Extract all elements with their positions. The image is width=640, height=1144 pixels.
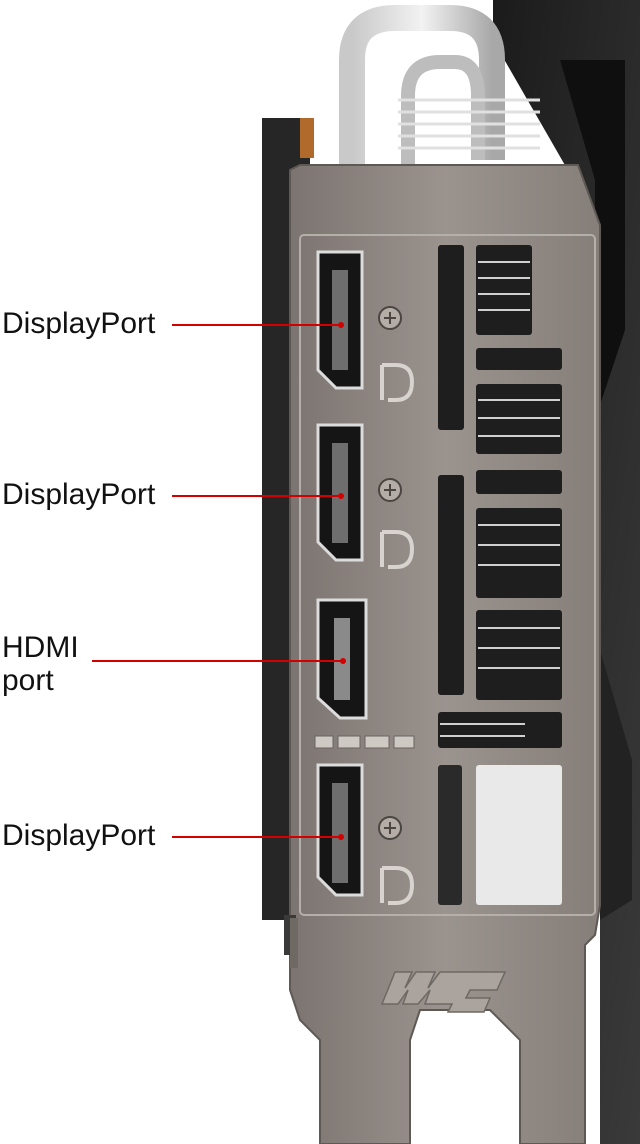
displayport-leader-line-3 — [172, 836, 340, 838]
displayport-connector-1 — [316, 250, 364, 390]
msi-logo — [380, 971, 507, 1013]
heatsink-fins-top — [398, 98, 540, 150]
displayport-leader-dot-3 — [338, 834, 344, 840]
displayport-connector-3 — [316, 763, 364, 897]
displayport-leader-line-1 — [172, 324, 340, 326]
displayport-label-2: DisplayPort — [2, 478, 156, 511]
hdmi-label-line2: port — [2, 664, 54, 697]
bracket-side-clip — [284, 915, 298, 968]
displayport-label-1: DisplayPort — [2, 307, 156, 340]
displayport-logo — [380, 363, 415, 905]
hdmi-emboss-logo — [314, 735, 415, 749]
hdmi-leader-dot — [340, 658, 346, 664]
screw-slot — [384, 312, 396, 834]
hdmi-label-line1: HDMI — [2, 631, 79, 664]
displayport-leader-line-2 — [172, 495, 340, 497]
hdmi-leader-line — [92, 660, 342, 662]
heatpipes — [339, 4, 505, 170]
cooler-shroud — [493, 0, 640, 1144]
displayport-leader-dot-2 — [338, 493, 344, 499]
displayport-leader-dot-1 — [338, 322, 344, 328]
displayport-label-3: DisplayPort — [2, 819, 156, 852]
vent-fins — [440, 261, 560, 737]
